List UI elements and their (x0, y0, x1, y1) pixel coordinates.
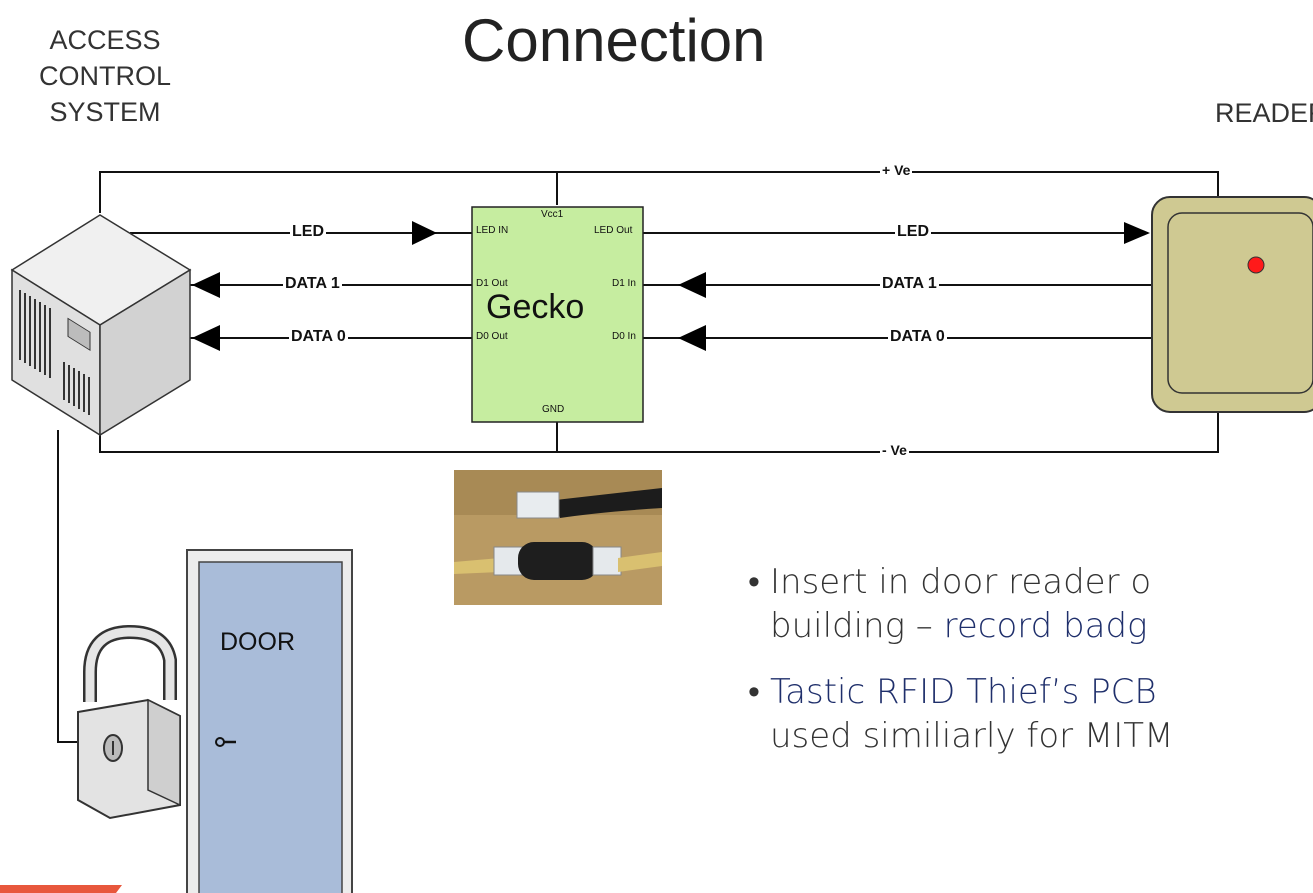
door-label: DOOR (220, 628, 295, 656)
pos-ve-label: + Ve (880, 162, 913, 178)
reader-label: READER (1215, 98, 1313, 128)
led-arrow-right (1124, 222, 1150, 244)
gecko-name: Gecko (486, 288, 585, 326)
pin-d0-in: D0 In (612, 331, 636, 342)
data0-label-right: DATA 0 (888, 328, 947, 346)
pin-d1-in: D1 In (612, 278, 636, 289)
data0-arrow-right (678, 325, 706, 351)
neg-ve-label: - Ve (880, 442, 909, 458)
bullet-2-line-2: used similiarly for MITM (770, 716, 1174, 756)
led-label-left: LED (290, 223, 326, 241)
neg-ve-wire (99, 405, 1219, 453)
padlock-icon (77, 624, 181, 820)
pin-vcc: Vcc1 (541, 209, 564, 220)
acs-line-1: ACCESS (49, 25, 161, 55)
led-arrow-left (412, 221, 437, 245)
reader-icon (1151, 196, 1313, 413)
access-control-system-label: ACCESS CONTROL SYSTEM (30, 22, 180, 130)
pin-gnd: GND (542, 404, 565, 415)
bullet-1-line-2: building – (770, 606, 944, 646)
data1-arrow-left (192, 272, 220, 298)
bullet-2-highlight: Tastic RFID Thief’s PCB (770, 672, 1157, 712)
pin-led-in: LED IN (476, 225, 509, 236)
connector-photo (454, 470, 662, 605)
server-cube-icon (10, 214, 192, 437)
pin-d0-out: D0 Out (476, 331, 508, 342)
accent-bar (0, 885, 122, 893)
bullet-dot: • (748, 562, 760, 602)
bullet-dot: • (748, 672, 760, 712)
data1-arrow-right (678, 272, 706, 298)
pin-led-out: LED Out (594, 225, 633, 236)
bullet-item-2: •Tastic RFID Thief’s PCB used similiarly… (748, 670, 1173, 758)
acs-line-2: CONTROL (38, 61, 171, 91)
reader-led (1247, 256, 1265, 274)
pos-ve-wire (99, 171, 1219, 213)
data0-arrow-left (192, 325, 220, 351)
data1-label-right: DATA 1 (880, 275, 939, 293)
data1-label-left: DATA 1 (283, 275, 342, 293)
page-title: Connection (462, 7, 766, 74)
led-label-right: LED (895, 223, 931, 241)
bullet-1-highlight: record badg (943, 606, 1148, 646)
door-icon (186, 549, 353, 893)
data0-label-left: DATA 0 (289, 328, 348, 346)
gecko-box (471, 206, 644, 423)
acs-line-3: SYSTEM (49, 97, 161, 127)
bullet-item-1: •Insert in door reader o building – reco… (748, 560, 1151, 648)
pin-d1-out: D1 Out (476, 278, 508, 289)
bullet-1-line-1: Insert in door reader o (770, 562, 1152, 602)
